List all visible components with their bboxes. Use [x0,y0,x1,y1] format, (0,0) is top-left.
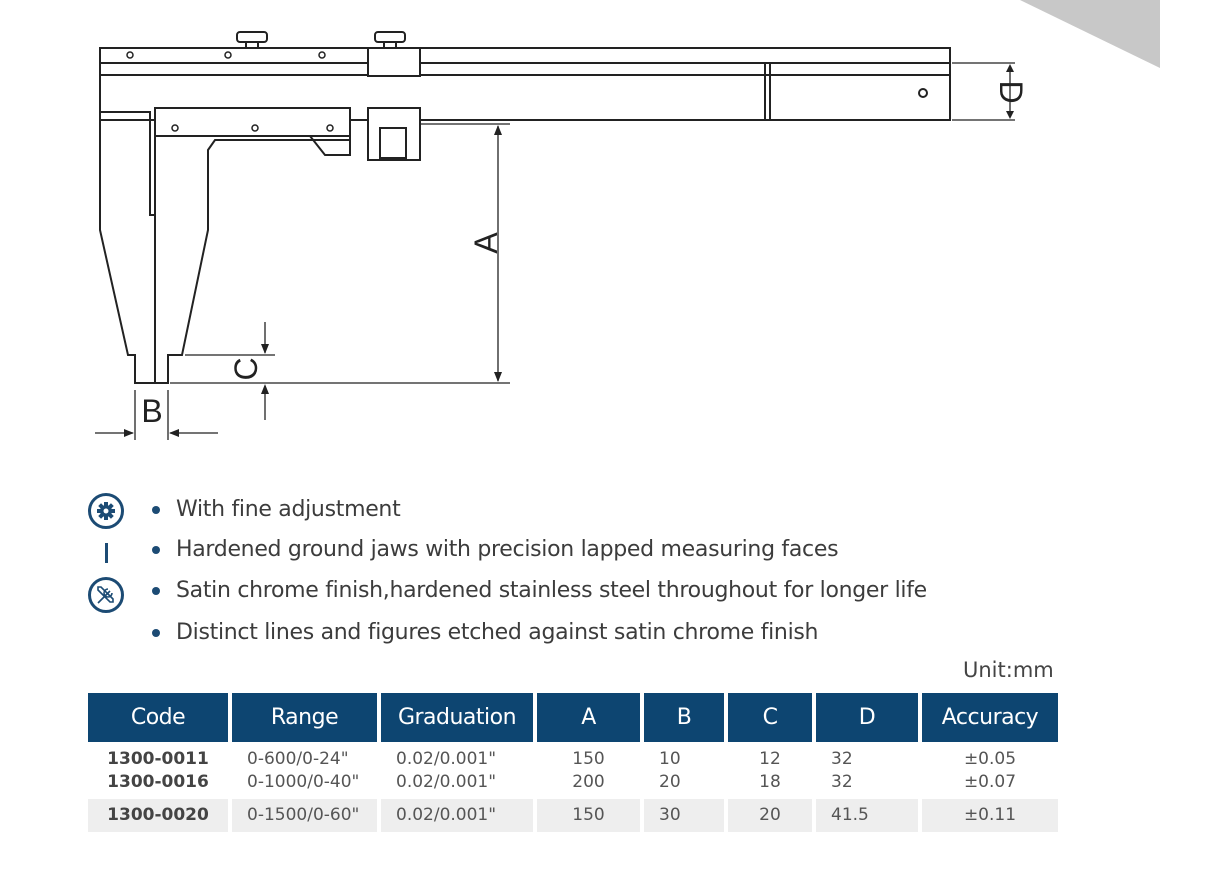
cell-graduation: 0.02/0.001" [396,805,497,825]
label-c: C [228,357,264,380]
cell-range: 0-600/0-24" [247,749,349,769]
caliper-diagram: D A C B [95,0,1160,440]
header-accuracy: Accuracy [922,693,1058,742]
header-c: C [728,693,812,742]
cell-c: 12 [759,749,781,769]
header-range: Range [232,693,377,742]
bullet-icon [152,546,160,554]
bullet-icon [152,587,160,595]
cell-code: 1300-0011 [107,749,209,769]
cell-d: 41.5 [831,805,869,825]
cell-code: 1300-0020 [107,805,209,825]
row-background [232,799,377,832]
row-background [728,799,812,832]
cell-graduation: 0.02/0.001" [396,772,497,792]
feature-text: Distinct lines and figures etched agains… [176,620,819,645]
feature-item: Distinct lines and figures etched agains… [152,620,818,645]
row-background [381,799,533,832]
cell-accuracy: ±0.05 [963,749,1017,769]
cell-a: 150 [572,805,605,825]
bullet-icon [152,506,160,514]
cell-c: 20 [759,805,781,825]
connector-line [105,543,108,563]
header-a: A [537,693,640,742]
cell-d: 32 [831,749,853,769]
cell-accuracy: ±0.07 [963,772,1017,792]
tools-icon [88,577,124,613]
header-d: D [816,693,918,742]
feature-item: Hardened ground jaws with precision lapp… [152,537,839,562]
cell-graduation: 0.02/0.001" [396,749,497,769]
feature-text: With fine adjustment [176,497,401,522]
header-code: Code [88,693,228,742]
label-a: A [468,232,504,254]
header-graduation: Graduation [381,693,533,742]
cell-code: 1300-0016 [107,772,209,792]
cell-d: 32 [831,772,853,792]
cell-b: 30 [659,805,681,825]
label-d: D [993,80,1029,103]
feature-text: Satin chrome finish,hardened stainless s… [176,578,927,603]
cell-range: 0-1000/0-40" [247,772,360,792]
gear-icon [88,493,124,529]
unit-label: Unit:mm [963,658,1054,682]
row-background [537,799,640,832]
cell-range: 0-1500/0-60" [247,805,360,825]
photo-corner [1020,0,1160,68]
cell-a: 150 [572,749,605,769]
feature-text: Hardened ground jaws with precision lapp… [176,537,839,562]
header-b: B [644,693,724,742]
row-background [816,799,918,832]
cell-b: 20 [659,772,681,792]
cell-b: 10 [659,749,681,769]
cell-accuracy: ±0.11 [963,805,1017,825]
bullet-icon [152,629,160,637]
label-b: B [141,393,162,429]
feature-item: Satin chrome finish,hardened stainless s… [152,578,927,603]
cell-a: 200 [572,772,605,792]
row-background [922,799,1058,832]
row-background [644,799,724,832]
feature-item: With fine adjustment [152,497,401,522]
row-background [88,799,228,832]
cell-c: 18 [759,772,781,792]
